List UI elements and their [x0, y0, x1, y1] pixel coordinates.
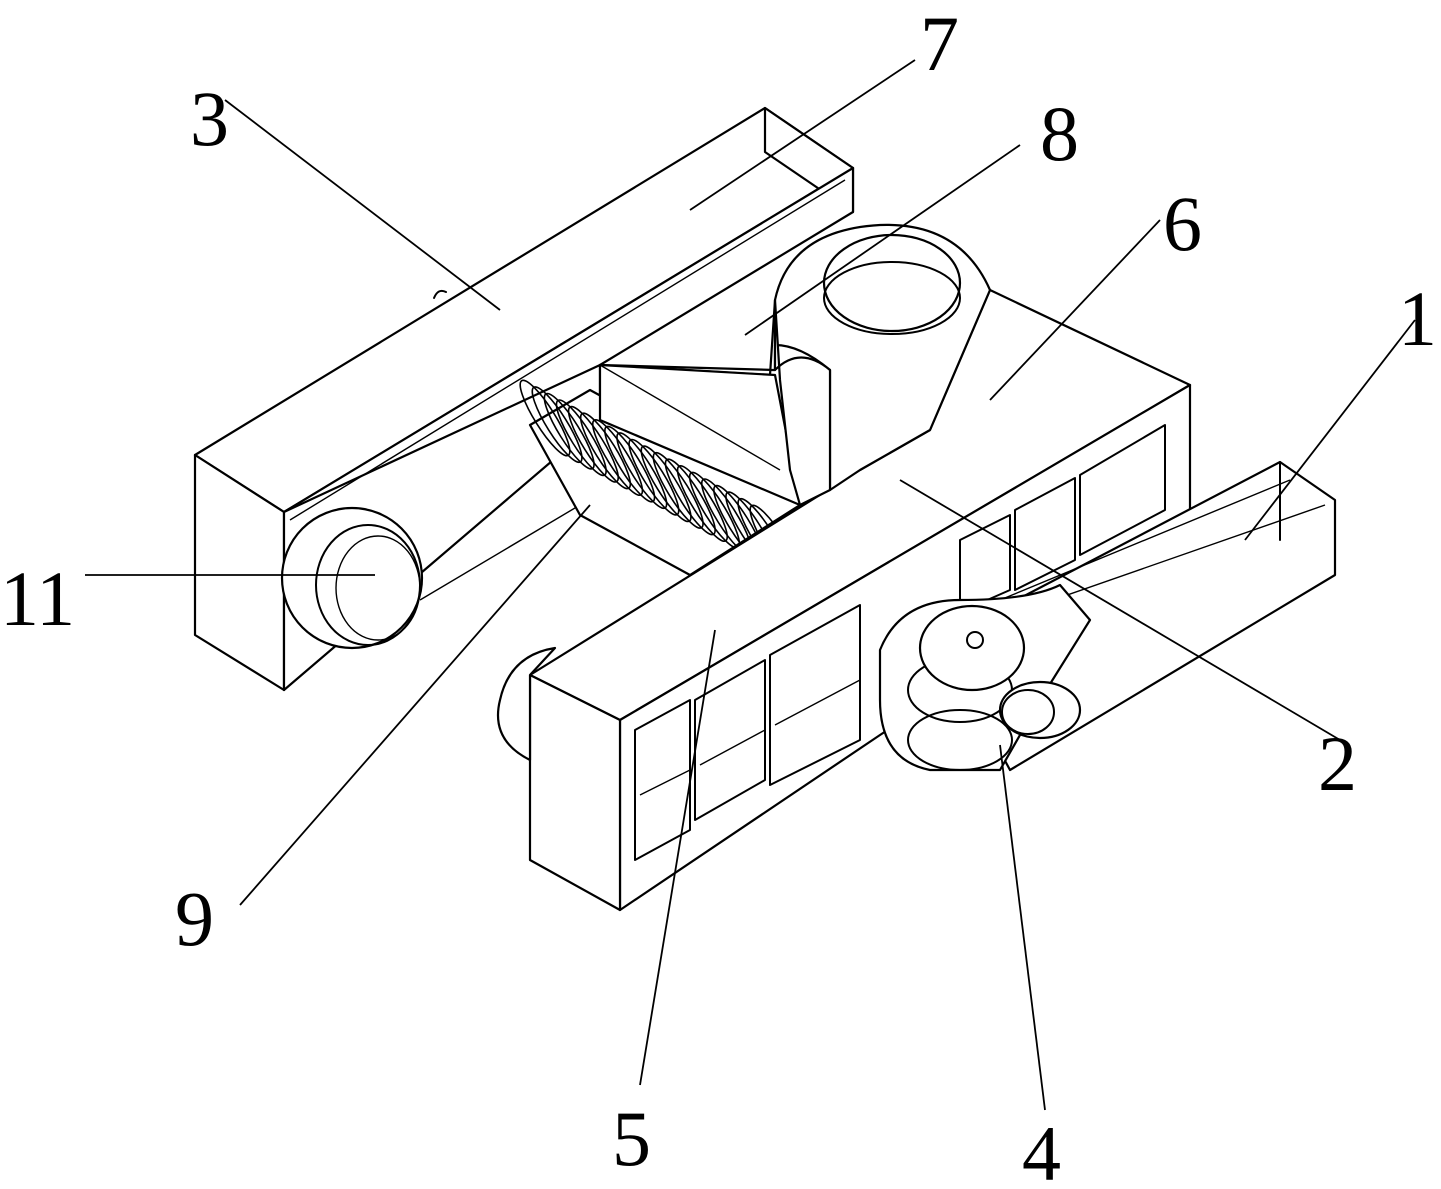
- leader-4: [1000, 745, 1045, 1110]
- label-2: 2: [1318, 720, 1357, 807]
- label-1: 1: [1398, 275, 1437, 362]
- label-7: 7: [920, 0, 959, 87]
- label-3: 3: [190, 75, 229, 162]
- label-9: 9: [175, 875, 214, 962]
- label-4: 4: [1022, 1110, 1061, 1189]
- label-11: 11: [0, 555, 75, 642]
- label-8: 8: [1040, 90, 1079, 177]
- label-5: 5: [612, 1095, 651, 1182]
- leader-3: [225, 100, 500, 310]
- label-6: 6: [1163, 180, 1202, 267]
